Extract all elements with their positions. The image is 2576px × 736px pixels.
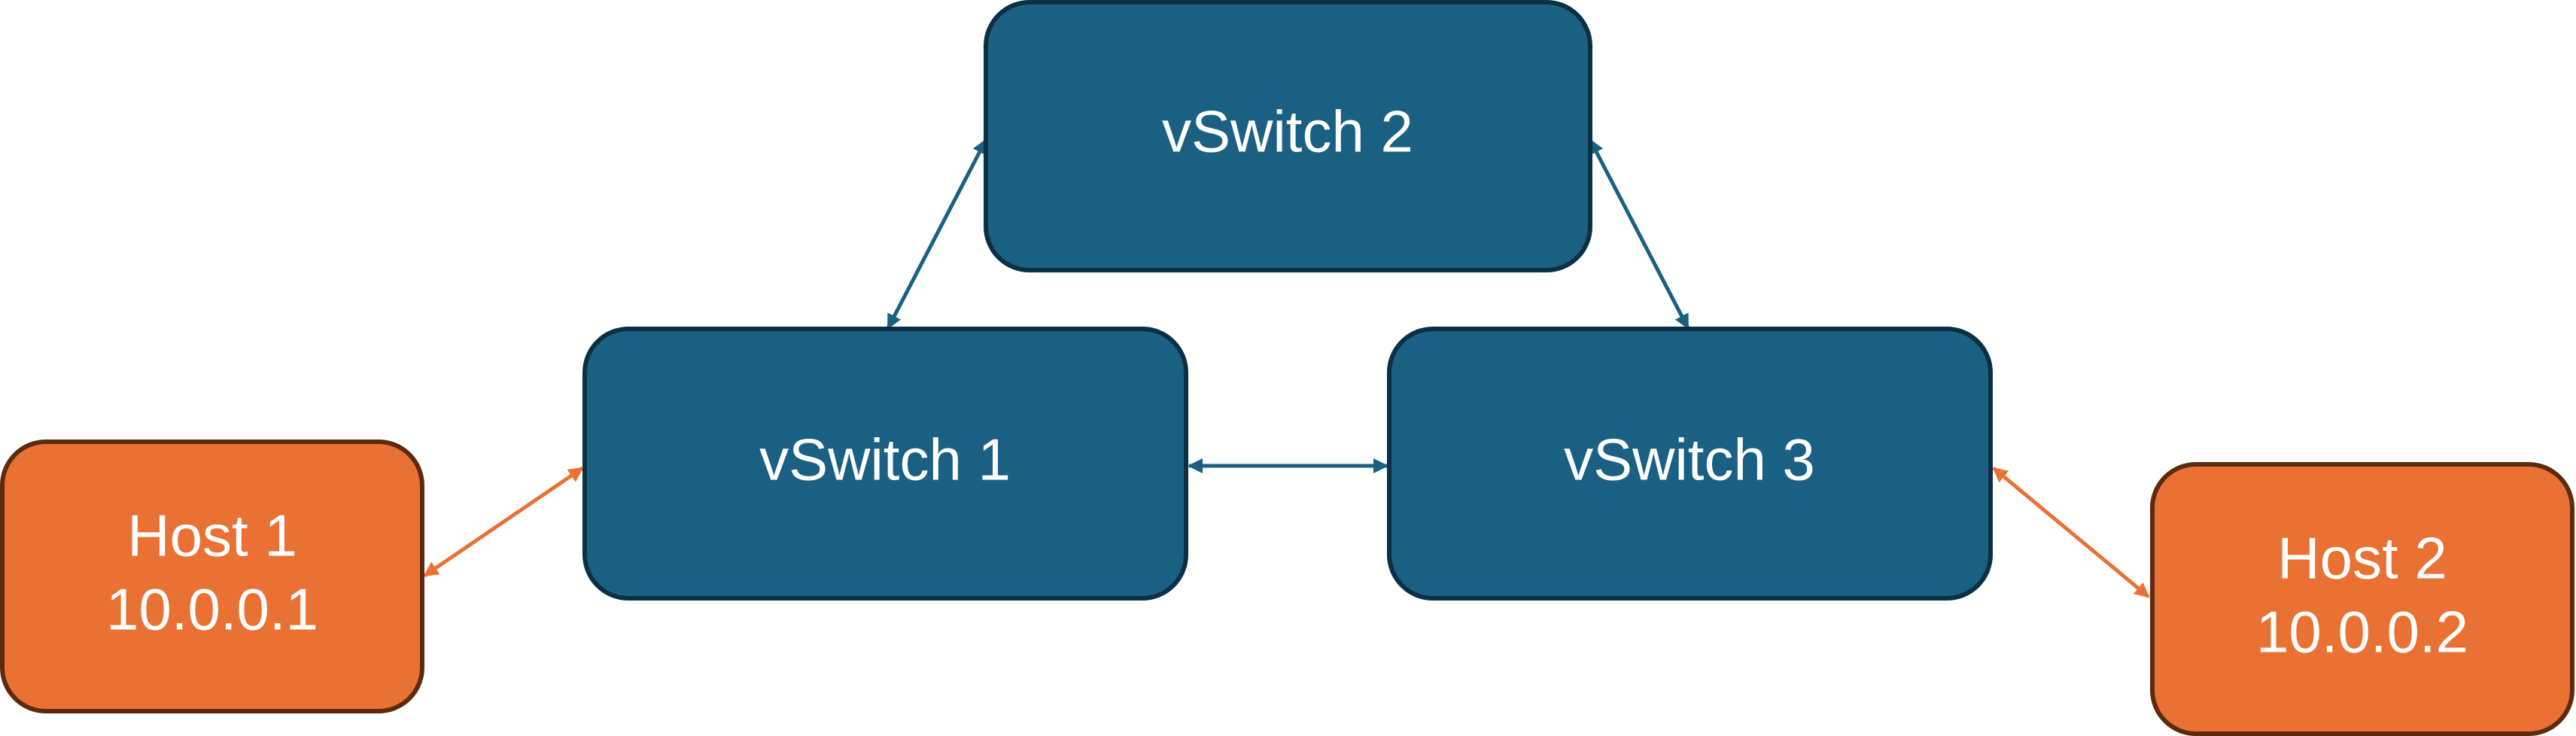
node-host2: Host 2 10.0.0.2 [2150, 462, 2574, 736]
vswitch3-label: vSwitch 3 [1564, 427, 1815, 493]
link-vswitch2-vswitch3 [1588, 138, 1690, 330]
node-vswitch3: vSwitch 3 [1387, 327, 1993, 601]
node-host1: Host 1 10.0.0.1 [0, 439, 424, 713]
host2-label: Host 2 [2277, 525, 2447, 592]
link-host1-vswitch1 [423, 466, 584, 578]
host2-ip: 10.0.0.2 [2256, 599, 2468, 665]
vswitch3-box [1387, 327, 1993, 601]
node-vswitch1: vSwitch 1 [582, 327, 1188, 601]
host1-box [0, 439, 424, 713]
vswitch1-box [582, 327, 1188, 601]
host2-box [2150, 462, 2574, 736]
links [423, 138, 2150, 598]
link-host2-vswitch3 [1992, 467, 2150, 598]
host1-label: Host 1 [127, 503, 297, 569]
host1-ip: 10.0.0.1 [106, 576, 318, 643]
link-vswitch1-vswitch2 [886, 138, 988, 330]
node-vswitch2: vSwitch 2 [984, 0, 1592, 272]
vswitch2-box [984, 0, 1592, 272]
vswitch2-label: vSwitch 2 [1162, 99, 1413, 165]
vswitch1-label: vSwitch 1 [759, 427, 1011, 493]
